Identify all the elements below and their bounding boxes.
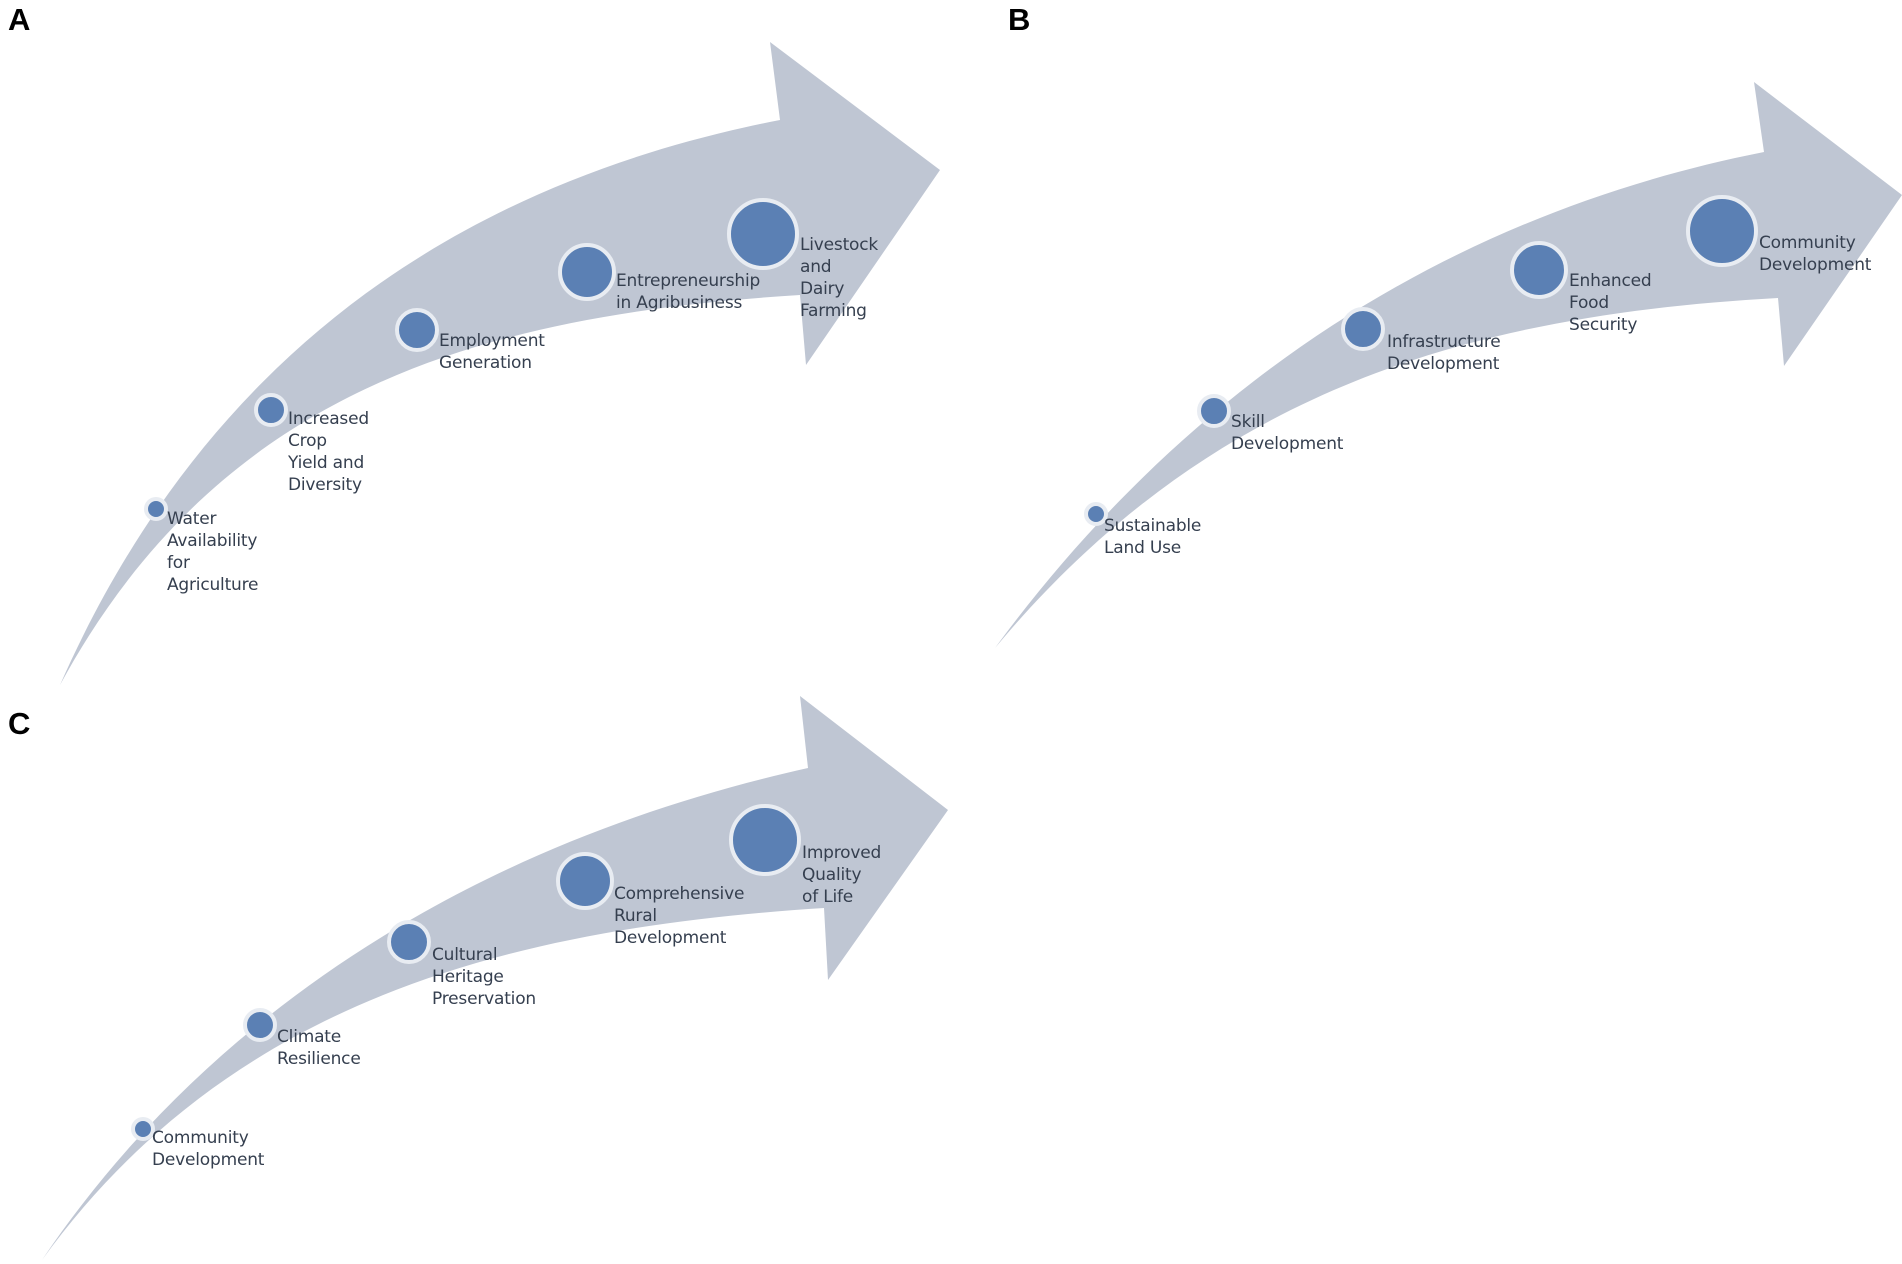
- step-label: Sustainable Land Use: [1104, 516, 1202, 558]
- panel-c-arrow: [42, 696, 948, 1260]
- step-marker: [131, 1117, 155, 1141]
- step-marker: [556, 852, 614, 910]
- panel-b: B Sustainable Land Use Skill Development…: [995, 0, 1902, 700]
- step-label: Entrepreneurship in Agribusiness: [616, 271, 761, 313]
- step-marker: [1084, 502, 1108, 526]
- step-marker: [387, 920, 431, 964]
- step-label: Skill Development: [1231, 412, 1344, 454]
- panel-a: A Water Availability for Agriculture Inc…: [0, 0, 950, 700]
- step-label: Infrastructure Development: [1387, 332, 1501, 374]
- arrow-shape: [995, 82, 1902, 648]
- step-label: Enhanced Food Security: [1569, 271, 1652, 335]
- step-label: Livestock and Dairy Farming: [800, 235, 879, 321]
- step-marker: [254, 393, 288, 427]
- panel-label-c: C: [8, 706, 31, 741]
- step-marker: [395, 308, 439, 352]
- panel-a-arrow: [60, 42, 940, 685]
- step-label: Employment Generation: [439, 331, 545, 373]
- step-marker: [1510, 241, 1568, 299]
- panel-label-a: A: [8, 2, 31, 37]
- panel-label-b: B: [1008, 2, 1031, 37]
- step-marker: [144, 497, 168, 521]
- step-label: Community Development: [1759, 233, 1872, 275]
- arrow-shape: [42, 696, 948, 1260]
- step-marker: [1341, 307, 1385, 351]
- step-marker: [1686, 195, 1758, 267]
- step-label: Climate Resilience: [277, 1027, 361, 1069]
- arrow-shape: [60, 42, 940, 685]
- step-marker: [727, 198, 799, 270]
- step-label: Improved Quality of Life: [802, 843, 882, 907]
- step-label: Cultural Heritage Preservation: [432, 945, 536, 1009]
- step-marker: [729, 804, 801, 876]
- step-marker: [1197, 394, 1231, 428]
- panel-c: C Community Development Climate Resilien…: [0, 690, 960, 1264]
- step-label: Water Availability for Agriculture: [167, 509, 259, 595]
- step-label: Comprehensive Rural Development: [614, 884, 745, 948]
- panel-b-arrow: [995, 82, 1902, 648]
- step-label: Increased Crop Yield and Diversity: [288, 409, 369, 495]
- step-label: Community Development: [152, 1128, 265, 1170]
- step-marker: [243, 1008, 277, 1042]
- step-marker: [558, 243, 616, 301]
